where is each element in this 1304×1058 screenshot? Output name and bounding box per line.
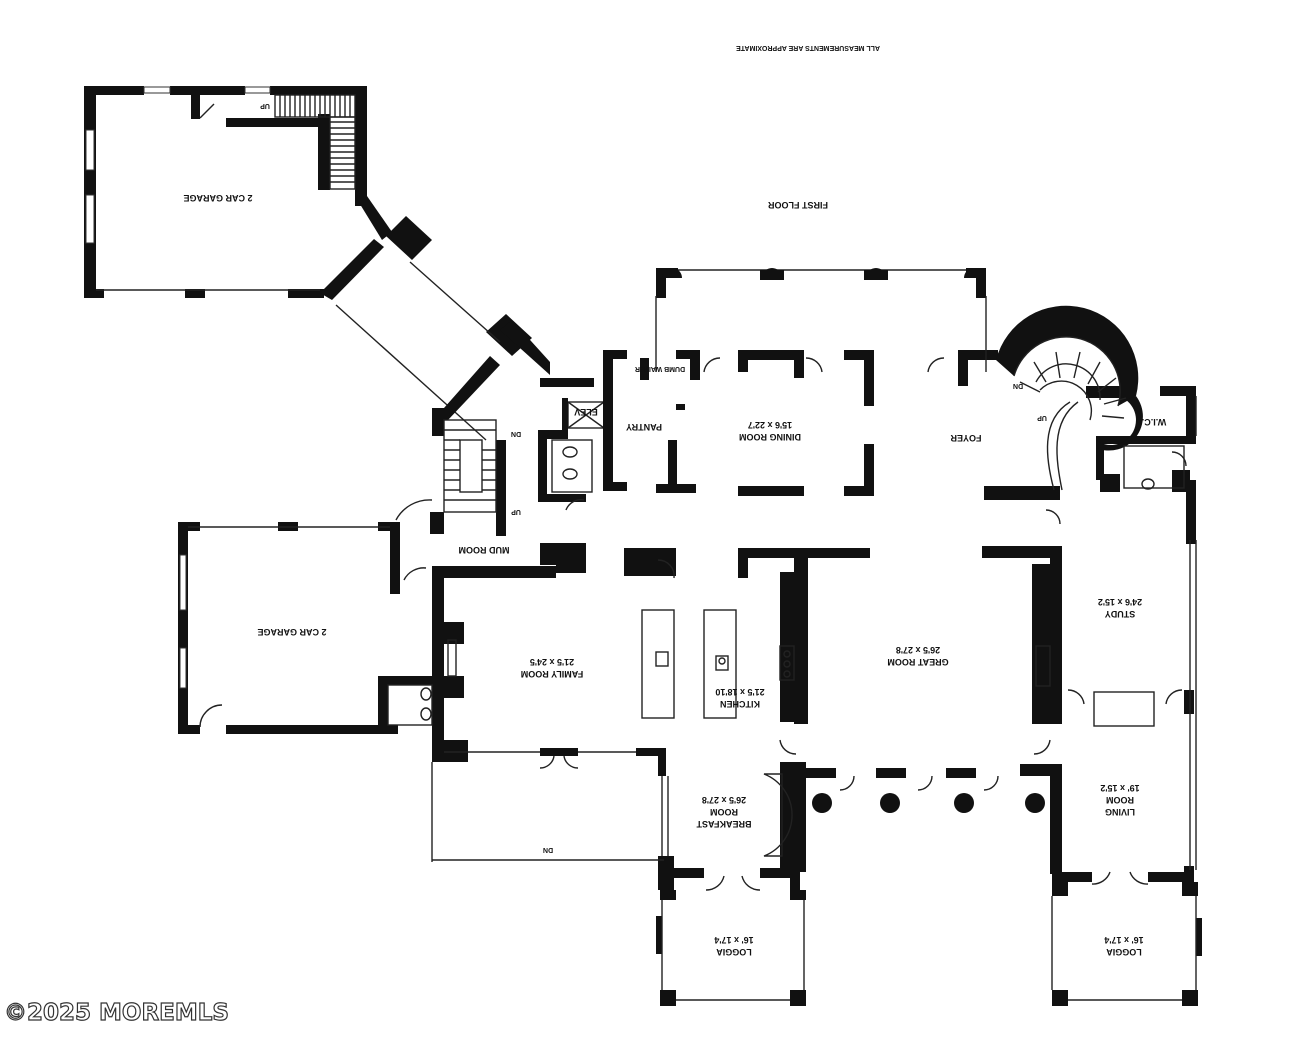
kitchen-fixtures bbox=[447, 609, 1155, 857]
garage-top-up-label: UP bbox=[260, 102, 270, 109]
mudroom-up-label: UP bbox=[511, 508, 521, 515]
loggia-right-label: LOGGIA bbox=[1106, 947, 1142, 957]
wic-bath bbox=[1123, 445, 1187, 490]
loggia-left-dims: 16' x 17'4 bbox=[714, 935, 753, 945]
dining-room-dims: 15'6 x 22'7 bbox=[748, 420, 792, 430]
study-dims: 24'6 x 15'2 bbox=[1098, 597, 1142, 607]
main-thin-lines bbox=[431, 269, 1197, 1001]
loggia-left-label: LOGGIA bbox=[716, 947, 752, 957]
mudroom-walls bbox=[430, 320, 594, 565]
mud-room-label: MUD ROOM bbox=[459, 545, 510, 555]
top-garage-windows bbox=[85, 86, 320, 291]
labels: ALL MEASUREMENTS ARE APPROXIMATE FIRST F… bbox=[183, 44, 1166, 957]
watermark: ©2025 MOREMLS bbox=[4, 1000, 229, 1026]
floor-title: FIRST FLOOR bbox=[768, 200, 828, 210]
great-room-label: GREAT ROOM bbox=[887, 657, 948, 667]
dining-room-label: DINING ROOM bbox=[739, 432, 801, 442]
terrace-dn-label: DN bbox=[543, 846, 553, 853]
kitchen-label: KITCHEN bbox=[720, 699, 760, 709]
powder-room bbox=[551, 439, 593, 493]
spiral-up-label: UP bbox=[1037, 414, 1047, 421]
foyer-label: FOYER bbox=[950, 433, 982, 443]
living-room-label-1: LIVING bbox=[1105, 807, 1135, 817]
mudroom-stair bbox=[395, 419, 497, 581]
family-room-dims: 21'5 x 24'5 bbox=[530, 657, 574, 667]
spiral-dn-label: DN bbox=[1013, 382, 1023, 389]
great-room-dims: 26'5 x 27'8 bbox=[896, 645, 940, 655]
garage-left-label: 2 CAR GARAGE bbox=[257, 627, 326, 637]
top-garage-walls bbox=[84, 86, 532, 356]
garage-powder-room bbox=[387, 684, 433, 726]
dumb-waiter-label: DUMB WAITER bbox=[635, 365, 685, 372]
elev-label: ELEV bbox=[574, 407, 598, 417]
garage-top-label: 2 CAR GARAGE bbox=[183, 193, 252, 203]
top-garage-stair bbox=[199, 94, 356, 190]
family-room-label: FAMILY ROOM bbox=[521, 669, 584, 679]
left-garage-windows bbox=[179, 526, 390, 728]
breakfast-room-dims: 26'5 x 27'8 bbox=[702, 795, 746, 805]
dining-bays bbox=[662, 268, 984, 280]
wic-label: W.I.C. bbox=[1142, 417, 1167, 427]
breakfast-room-label-2: ROOM bbox=[710, 807, 738, 817]
kitchen-dims: 21'5 x 18'10 bbox=[715, 687, 764, 697]
living-room-dims: 19' x 15'2 bbox=[1100, 783, 1139, 793]
main-walls bbox=[432, 268, 1202, 1006]
pantry-label: PANTRY bbox=[626, 422, 662, 432]
living-room-label-2: ROOM bbox=[1106, 795, 1134, 805]
spiral-stair bbox=[996, 305, 1143, 491]
study-label: STUDY bbox=[1105, 609, 1136, 619]
breezeway bbox=[335, 261, 501, 441]
loggia-right-dims: 16' x 17'4 bbox=[1104, 935, 1143, 945]
mudroom-dn-label: DN bbox=[511, 430, 521, 437]
breakfast-room-label-1: BREAKFAST bbox=[696, 819, 752, 829]
approx-note: ALL MEASUREMENTS ARE APPROXIMATE bbox=[736, 44, 880, 51]
